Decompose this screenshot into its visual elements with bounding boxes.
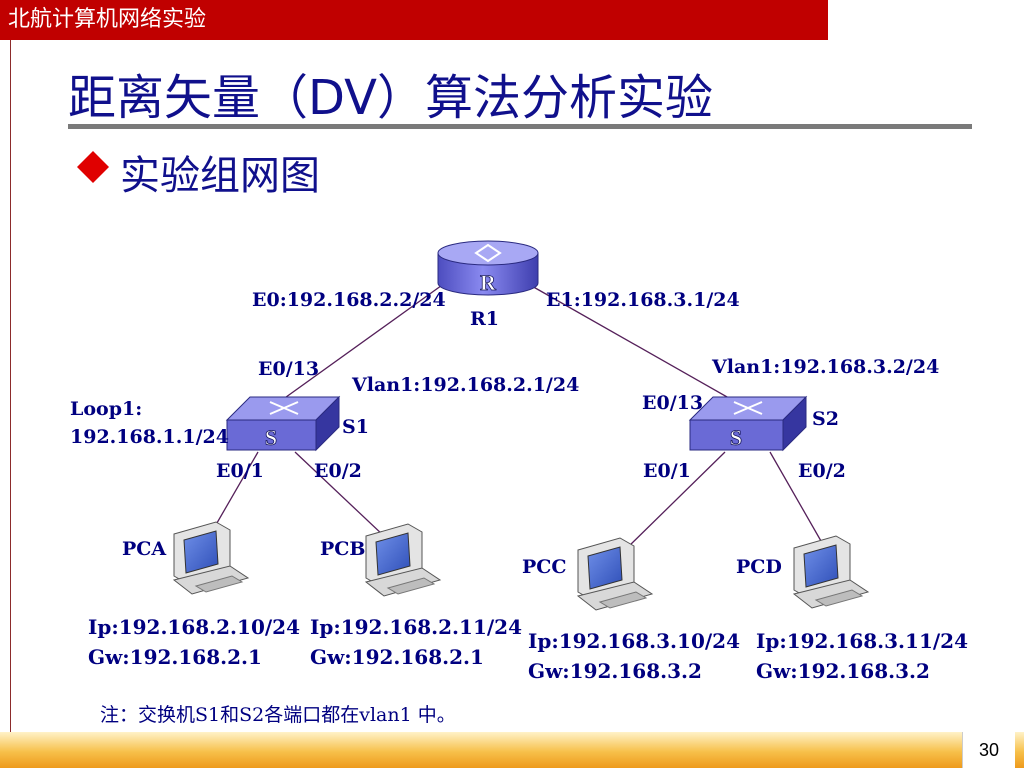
footer-bar	[0, 732, 1024, 768]
link-r1-s1	[267, 282, 446, 411]
pcb-gateway-label: Gw:192.168.2.1	[310, 645, 484, 669]
pcc-name-label: PCC	[522, 556, 567, 578]
pca-name-label: PCA	[122, 538, 167, 560]
s1-name-label: S1	[342, 416, 369, 438]
router-e1-label: E1:192.168.3.1/24	[546, 289, 740, 311]
link-s2-pcc	[624, 451, 726, 551]
pcc-computer-icon	[576, 537, 654, 611]
link-s1-pcb	[294, 451, 386, 538]
s1-port-e01-label: E0/1	[216, 460, 264, 482]
pcc-gateway-label: Gw:192.168.3.2	[528, 659, 702, 683]
pca-gateway-label: Gw:192.168.2.1	[88, 645, 262, 669]
diagram-note: 注：交换机S1和S2各端口都在vlan1 中。	[100, 704, 456, 726]
router-e0-label: E0:192.168.2.2/24	[252, 289, 446, 311]
s2-uplink-port-label: E0/13	[642, 392, 704, 414]
switch-s2-icon: S	[688, 395, 808, 452]
links	[209, 282, 826, 551]
pcb-computer-icon	[364, 523, 442, 597]
switch-s1-glyph: S	[265, 425, 277, 450]
pcd-gateway-label: Gw:192.168.3.2	[756, 659, 930, 683]
pca-computer-icon	[172, 521, 250, 595]
router-name-label: R1	[470, 308, 500, 330]
link-s1-pca	[209, 451, 259, 536]
left-margin-rule	[10, 0, 11, 768]
course-banner: 北航计算机网络实验	[0, 0, 828, 40]
s1-loopback-ip: 192.168.1.1/24	[70, 426, 229, 448]
router-glyph: R	[480, 270, 497, 295]
section-subtitle: 实验组网图	[120, 153, 320, 199]
title-underline	[68, 124, 972, 129]
switch-s2-glyph: S	[730, 425, 742, 450]
page-number: 30	[962, 732, 1015, 768]
pcd-computer-icon	[792, 535, 870, 609]
s2-vlan-label: Vlan1:192.168.3.2/24	[712, 356, 940, 378]
pcb-ip-label: Ip:192.168.2.11/24	[310, 615, 522, 639]
diamond-bullet-icon	[77, 151, 109, 183]
slide-title: 距离矢量（DV）算法分析实验	[68, 70, 713, 126]
s1-uplink-port-label: E0/13	[258, 358, 320, 380]
router-r1-icon: R	[437, 240, 539, 296]
s2-port-e02-label: E0/2	[798, 460, 846, 482]
s2-port-e01-label: E0/1	[643, 460, 691, 482]
switch-s1-icon: S	[225, 395, 341, 452]
link-r1-s2	[529, 284, 751, 411]
pcd-name-label: PCD	[736, 556, 782, 578]
s1-vlan-label: Vlan1:192.168.2.1/24	[352, 374, 580, 396]
s2-name-label: S2	[812, 408, 839, 430]
pca-ip-label: Ip:192.168.2.10/24	[88, 615, 300, 639]
link-s2-pcd	[769, 451, 826, 549]
pcd-ip-label: Ip:192.168.3.11/24	[756, 629, 968, 653]
s1-port-e02-label: E0/2	[314, 460, 362, 482]
s1-loopback-label: Loop1:	[70, 398, 143, 420]
pcc-ip-label: Ip:192.168.3.10/24	[528, 629, 740, 653]
pcb-name-label: PCB	[320, 538, 366, 560]
